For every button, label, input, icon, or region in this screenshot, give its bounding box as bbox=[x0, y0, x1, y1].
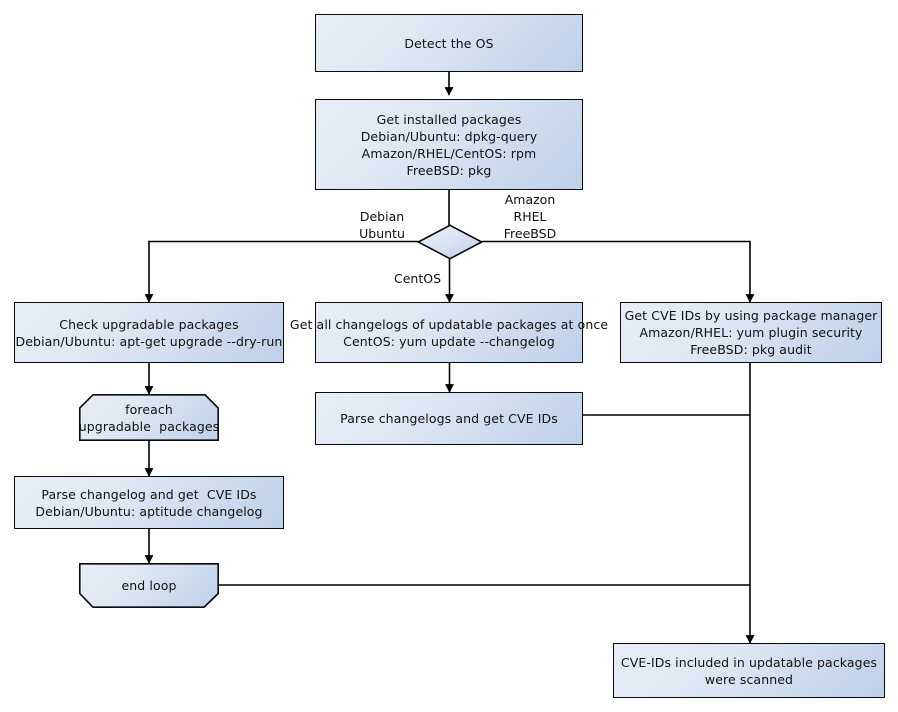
edge-decision-to-get-cve-ids bbox=[482, 240, 755, 303]
edge-decision-to-check-upgradable bbox=[144, 240, 418, 303]
node-cve-ids-scanned[interactable]: CVE-IDs included in updatable packages w… bbox=[613, 643, 885, 698]
node-detect-os[interactable]: Detect the OS bbox=[315, 14, 583, 72]
node-get-installed-packages[interactable]: Get installed packages Debian/Ubuntu: dp… bbox=[315, 99, 583, 190]
loop-start-fill: foreach upgradable packages bbox=[79, 394, 219, 441]
node-check-upgradable-packages-label: Check upgradable packages Debian/Ubuntu:… bbox=[15, 316, 283, 349]
node-get-cve-ids-package-manager-label: Get CVE IDs by using package manager Ama… bbox=[624, 308, 878, 357]
node-parse-changelogs-cve-ids[interactable]: Parse changelogs and get CVE IDs bbox=[315, 392, 583, 445]
node-os-decision[interactable] bbox=[416, 224, 484, 260]
node-get-all-changelogs-label: Get all changelogs of updatable packages… bbox=[289, 316, 609, 349]
node-end-loop[interactable]: end loop bbox=[79, 563, 219, 608]
node-get-installed-packages-label: Get installed packages Debian/Ubuntu: dp… bbox=[360, 111, 538, 178]
node-check-upgradable-packages[interactable]: Check upgradable packages Debian/Ubuntu:… bbox=[14, 302, 284, 363]
node-get-all-changelogs[interactable]: Get all changelogs of updatable packages… bbox=[290, 302, 608, 363]
edge-label-amazon-rhel-freebsd: Amazon RHEL FreeBSD bbox=[503, 192, 557, 241]
loop-end-fill: end loop bbox=[79, 563, 219, 608]
edge-label-centos: CentOS bbox=[393, 271, 441, 286]
node-get-cve-ids-package-manager[interactable]: Get CVE IDs by using package manager Ama… bbox=[620, 302, 882, 363]
node-foreach-upgradable-packages[interactable]: foreach upgradable packages bbox=[79, 394, 219, 441]
node-end-loop-label: end loop bbox=[121, 578, 177, 593]
node-detect-os-label: Detect the OS bbox=[404, 35, 494, 51]
node-foreach-upgradable-packages-label: foreach upgradable packages bbox=[78, 401, 220, 434]
node-parse-changelogs-cve-ids-label: Parse changelogs and get CVE IDs bbox=[340, 411, 558, 426]
edge-label-debian-ubuntu: Debian Ubuntu bbox=[359, 209, 405, 241]
node-cve-ids-scanned-label: CVE-IDs included in updatable packages w… bbox=[620, 654, 878, 687]
diamond-shape bbox=[416, 224, 484, 260]
node-parse-changelog-cve-ids-label: Parse changelog and get CVE IDs Debian/U… bbox=[35, 486, 263, 519]
node-parse-changelog-cve-ids[interactable]: Parse changelog and get CVE IDs Debian/U… bbox=[14, 476, 284, 529]
